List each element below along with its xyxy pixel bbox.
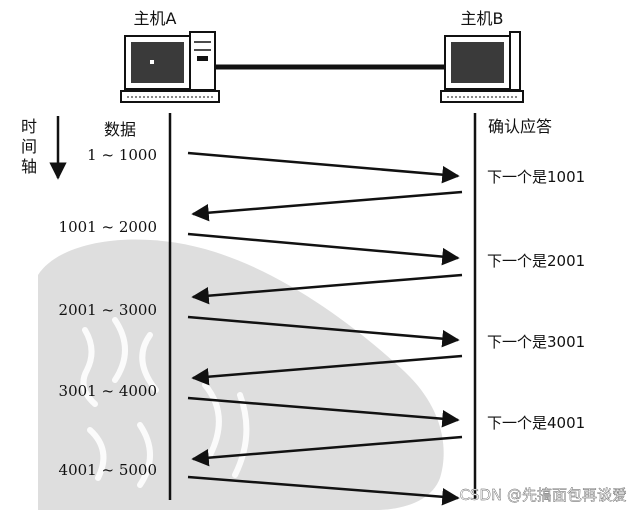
watermark: CSDN @先搞面包再谈爱 bbox=[459, 486, 627, 504]
segment-label: 3001 ~ 4000 bbox=[59, 382, 157, 400]
host-b-label: 主机B bbox=[461, 9, 504, 28]
time-axis-char-1: 时 bbox=[21, 117, 37, 136]
ack-column-header: 确认应答 bbox=[488, 117, 552, 136]
segment-label: 2001 ~ 3000 bbox=[59, 301, 157, 319]
time-axis-char-3: 轴 bbox=[21, 157, 37, 176]
data-arrow bbox=[187, 315, 460, 348]
data-arrow bbox=[187, 475, 460, 506]
segment-label: 4001 ~ 5000 bbox=[59, 461, 157, 479]
time-axis-char-2: 间 bbox=[21, 137, 37, 156]
host-a-computer-icon bbox=[120, 31, 220, 103]
ack-arrow bbox=[191, 435, 463, 467]
host-b-computer-icon bbox=[440, 31, 524, 103]
ack-arrow bbox=[191, 354, 463, 386]
ack-label: 下一个是1001 bbox=[487, 168, 585, 186]
ack-label: 下一个是4001 bbox=[487, 414, 585, 432]
data-column-header: 数据 bbox=[104, 120, 136, 139]
host-a-label: 主机A bbox=[134, 9, 177, 28]
segment-label: 1 ~ 1000 bbox=[87, 146, 157, 164]
segment-label: 1001 ~ 2000 bbox=[59, 218, 157, 236]
ack-arrow bbox=[191, 190, 463, 222]
data-arrow bbox=[187, 151, 460, 184]
data-arrow bbox=[187, 232, 460, 266]
ack-arrow bbox=[191, 273, 463, 305]
data-arrow bbox=[187, 396, 460, 428]
time-axis: 时 间 轴 bbox=[21, 116, 67, 180]
backdrop-ornament bbox=[80, 317, 250, 488]
ack-label: 下一个是3001 bbox=[487, 333, 585, 351]
ack-label: 下一个是2001 bbox=[487, 252, 585, 270]
